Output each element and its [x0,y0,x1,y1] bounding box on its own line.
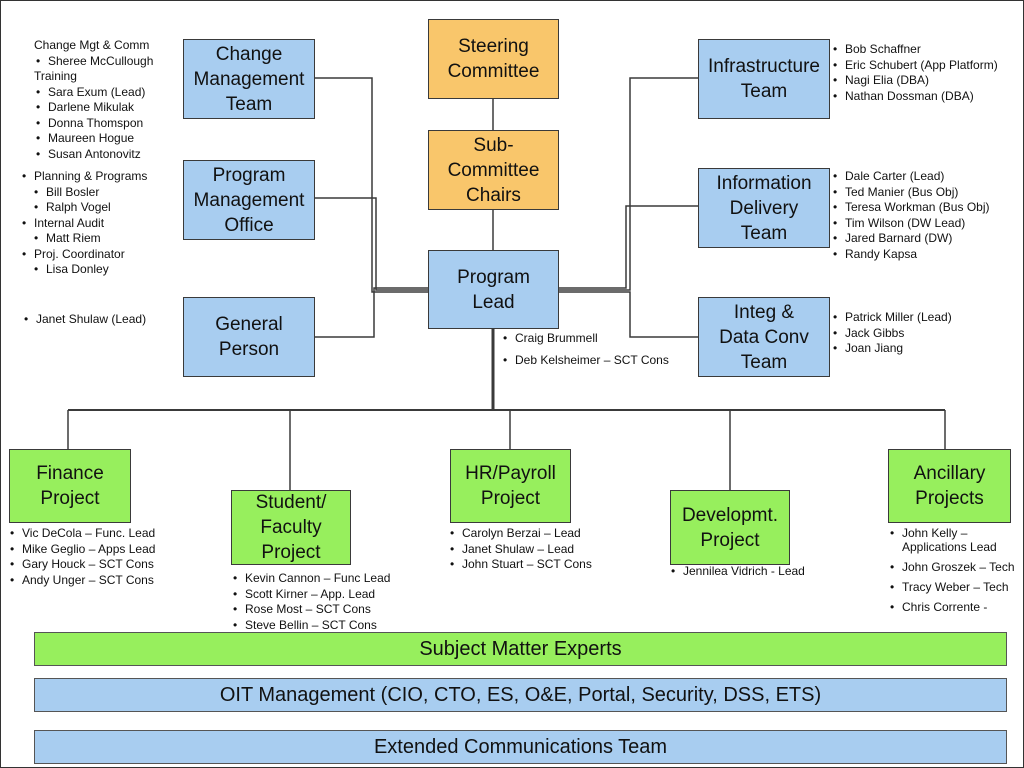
program-management-office-box: Program Management Office [183,160,315,240]
list-item: Patrick Miller (Lead) [831,310,952,326]
list-item: Donna Thomspon [34,116,153,132]
list-item: Kevin Cannon – Func Lead [231,571,390,587]
information-delivery-members: Dale Carter (Lead) Ted Manier (Bus Obj) … [831,169,990,262]
list-subitem: Bill Bosler [20,185,147,201]
list-subitem: Ralph Vogel [20,200,147,216]
list-item: Jennilea Vidrich - Lead [669,564,805,580]
list-item: Janet Shulaw (Lead) [22,312,146,328]
list-item: Darlene Mikulak [34,100,153,116]
list-item: Deb Kelsheimer – SCT Cons [501,353,669,369]
list-item: Bob Schaffner [831,42,998,58]
info-delivery-connector [558,205,699,289]
list-item: Vic DeCola – Func. Lead [8,526,155,542]
finance-project-box: Finance Project [9,449,131,523]
list-header: Change Mgt & Comm [34,38,150,52]
student-faculty-project-box: Student/ Faculty Project [231,490,351,565]
extended-communications-team-bar: Extended Communications Team [34,730,1007,764]
change-management-members: Change Mgt & Comm Sheree McCullough Trai… [34,38,153,162]
general-person-box: General Person [183,297,315,377]
list-item: Nathan Dossman (DBA) [831,89,998,105]
list-item: Maureen Hogue [34,131,153,147]
list-subitem: Lisa Donley [20,262,147,278]
finance-members: Vic DeCola – Func. Lead Mike Geglio – Ap… [8,526,155,588]
infrastructure-team-box: Infrastructure Team [698,39,830,119]
pmo-connector [314,197,430,291]
list-item: Eric Schubert (App Platform) [831,58,998,74]
list-item: Internal Audit [20,216,147,232]
list-item: Craig Brummell [501,331,669,347]
list-item: Jack Gibbs [831,326,952,342]
list-item: Tracy Weber – Tech [888,580,1016,594]
change-management-team-box: Change Management Team [183,39,315,119]
list-item: Jared Barnard (DW) [831,231,990,247]
general-person-connector [314,287,430,338]
hr-payroll-project-box: HR/Payroll Project [450,449,571,523]
list-item: John Stuart – SCT Cons [448,557,592,573]
list-item: Janet Shulaw – Lead [448,542,592,558]
pmo-members: Planning & Programs Bill Bosler Ralph Vo… [20,169,147,278]
list-item: Tim Wilson (DW Lead) [831,216,990,232]
list-item: Sheree McCullough [34,54,153,70]
program-lead-members: Craig Brummell Deb Kelsheimer – SCT Cons [501,331,669,368]
student-faculty-members: Kevin Cannon – Func Lead Scott Kirner – … [231,571,390,633]
list-item: Mike Geglio – Apps Lead [8,542,155,558]
development-project-box: Developmt. Project [670,490,790,565]
list-item: Teresa Workman (Bus Obj) [831,200,990,216]
list-item: Chris Corrente - [888,600,1016,614]
list-item: Sara Exum (Lead) [34,85,153,101]
oit-management-bar: OIT Management (CIO, CTO, ES, O&E, Porta… [34,678,1007,712]
list-item: Dale Carter (Lead) [831,169,990,185]
list-item: Joan Jiang [831,341,952,357]
list-item: Nagi Elia (DBA) [831,73,998,89]
development-members: Jennilea Vidrich - Lead [669,564,805,580]
integ-data-conv-team-box: Integ & Data Conv Team [698,297,830,377]
list-item: Ted Manier (Bus Obj) [831,185,990,201]
list-item: Scott Kirner – App. Lead [231,587,390,603]
list-item: John Groszek – Tech [888,560,1016,574]
list-item: Steve Bellin – SCT Cons [231,618,390,634]
infrastructure-members: Bob Schaffner Eric Schubert (App Platfor… [831,42,998,104]
list-item: Andy Unger – SCT Cons [8,573,155,589]
hr-payroll-members: Carolyn Berzai – Lead Janet Shulaw – Lea… [448,526,592,573]
list-item: Planning & Programs [20,169,147,185]
list-item: Rose Most – SCT Cons [231,602,390,618]
subcommittee-chairs-box: Sub- Committee Chairs [428,130,559,210]
list-item: John Kelly – Applications Lead [888,526,1016,554]
change-mgmt-connector [314,77,430,293]
program-lead-box: Program Lead [428,250,559,329]
information-delivery-team-box: Information Delivery Team [698,168,830,248]
subject-matter-experts-bar: Subject Matter Experts [34,632,1007,666]
list-item: Proj. Coordinator [20,247,147,263]
integ-data-conv-members: Patrick Miller (Lead) Jack Gibbs Joan Ji… [831,310,952,357]
list-item: Randy Kapsa [831,247,990,263]
list-item: Gary Houck – SCT Cons [8,557,155,573]
steering-committee-box: Steering Committee [428,19,559,99]
ancillary-projects-box: Ancillary Projects [888,449,1011,523]
general-person-members: Janet Shulaw (Lead) [22,312,146,328]
ancillary-members: John Kelly – Applications Lead John Gros… [888,526,1016,614]
list-item-continuation: Training [34,69,77,83]
list-subitem: Matt Riem [20,231,147,247]
list-item: Susan Antonovitz [34,147,153,163]
infrastructure-connector [558,77,699,291]
list-item: Carolyn Berzai – Lead [448,526,592,542]
